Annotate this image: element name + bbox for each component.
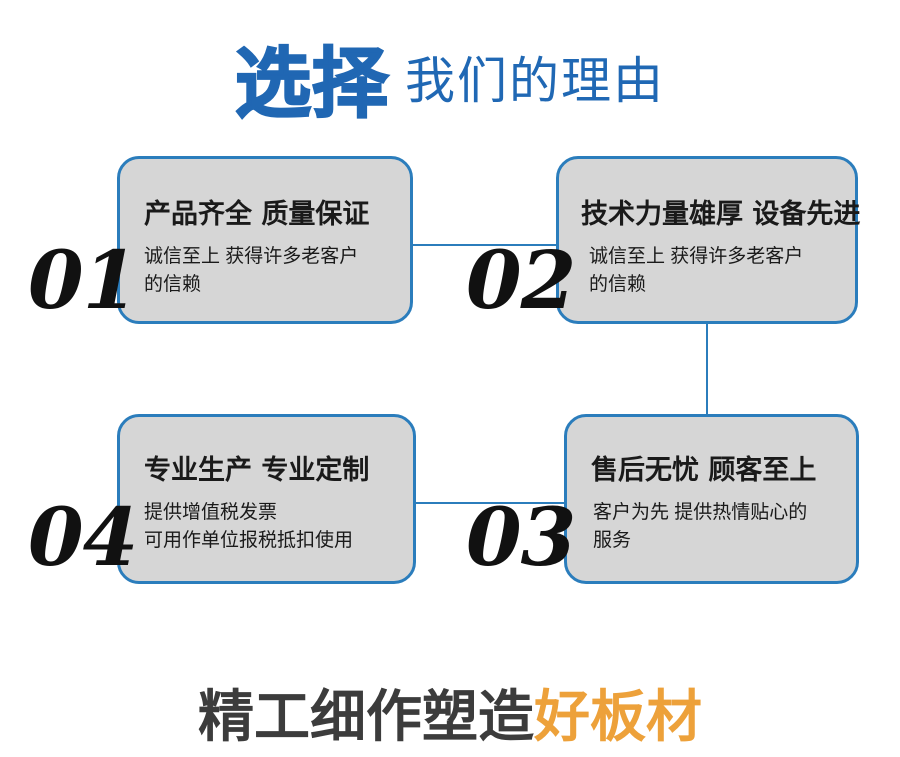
feature-card-04-body-line-1: 提供增值税发票	[144, 502, 278, 523]
page-footer-slogan: 精工细作塑造好板材	[0, 672, 900, 753]
page-footer-slogan-main: 精工细作塑造	[198, 685, 534, 750]
feature-card-01-body: 诚信至上 获得许多老客户 的信赖	[144, 243, 392, 298]
connector-line-01-02	[404, 244, 562, 246]
feature-card-01-body-line-2: 的信赖	[144, 273, 202, 295]
feature-card-04-body: 提供增值税发票 可用作单位报税抵扣使用	[144, 499, 395, 554]
feature-card-04: 专业生产 专业定制 提供增值税发票 可用作单位报税抵扣使用	[117, 414, 416, 584]
feature-card-03-body: 客户为先 提供热情贴心的 服务	[593, 499, 838, 554]
feature-card-04-title: 专业生产 专业定制	[144, 455, 370, 486]
connector-line-04-03	[406, 502, 570, 504]
feature-card-03: 售后无忧 顾客至上 客户为先 提供热情贴心的 服务	[564, 414, 859, 584]
feature-card-02-body-line-1: 诚信至上 获得许多老客户	[589, 246, 804, 267]
feature-card-01-title: 产品齐全 质量保证	[144, 199, 370, 230]
page-title: 选择我们的理由	[0, 22, 900, 132]
feature-card-01-body-line-1: 诚信至上 获得许多老客户	[144, 246, 359, 267]
card-number-02: 02	[466, 233, 576, 327]
page-title-sub: 我们的理由	[405, 53, 665, 109]
feature-card-04-body-line-2: 可用作单位报税抵扣使用	[144, 529, 354, 551]
feature-card-02-body-line-2: 的信赖	[589, 273, 647, 295]
feature-card-03-body-line-1: 客户为先 提供热情贴心的	[593, 502, 808, 523]
card-number-04: 04	[28, 490, 138, 584]
page-footer-slogan-accent: 好板材	[534, 685, 702, 750]
connector-line-02-03	[706, 320, 708, 420]
feature-card-03-body-line-2: 服务	[593, 529, 632, 551]
feature-card-03-title: 售后无忧 顾客至上	[591, 455, 817, 486]
card-number-01: 01	[28, 233, 138, 327]
feature-card-01: 产品齐全 质量保证 诚信至上 获得许多老客户 的信赖	[117, 156, 413, 324]
feature-card-02-title: 技术力量雄厚 设备先进	[581, 199, 861, 230]
feature-card-02-body: 诚信至上 获得许多老客户 的信赖	[589, 243, 837, 298]
card-number-03: 03	[466, 490, 576, 584]
feature-card-02: 技术力量雄厚 设备先进 诚信至上 获得许多老客户 的信赖	[556, 156, 861, 324]
page-title-main: 选择	[234, 38, 389, 129]
